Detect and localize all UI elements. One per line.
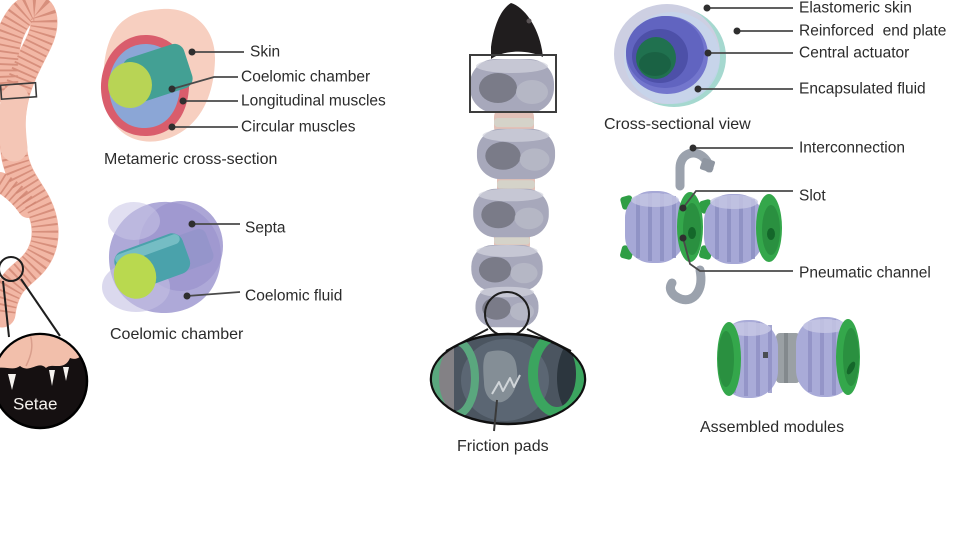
interconnection-clip-bottom	[665, 265, 706, 305]
label-coelomic-chamber: Coelomic chamber	[241, 68, 371, 86]
label-reinforced-end-plate: Reinforced end plate	[799, 22, 947, 40]
seta-bristle	[8, 374, 16, 390]
module-marker-rectangle	[469, 54, 557, 113]
label-elastomeric-skin: Elastomeric skin	[799, 0, 912, 17]
label-interconnection: Interconnection	[799, 139, 905, 157]
pneumatic-channel-hole	[767, 228, 775, 240]
pneumatic-channel-hole	[688, 227, 696, 239]
label-circular-muscles: Circular muscles	[241, 118, 356, 136]
chamber-core	[108, 62, 152, 108]
label-septa: Septa	[245, 219, 286, 237]
seta-bristle	[49, 370, 55, 386]
label-longitudinal-muscles: Longitudinal muscles	[241, 92, 386, 110]
module-cross-section-diagram	[614, 4, 793, 107]
label-slot: Slot	[799, 187, 826, 205]
earthworm-illustration	[0, 0, 61, 338]
assembled-module-right	[796, 317, 860, 397]
chamber-core	[113, 253, 157, 299]
metameric-cross-section-diagram	[100, 8, 244, 142]
label-pneumatic-channel: Pneumatic channel	[799, 264, 931, 282]
module-detail-diagram	[620, 144, 793, 305]
coelomic-chamber-diagram	[102, 201, 241, 314]
caption-friction-pads: Friction pads	[457, 438, 549, 456]
label-central-actuator: Central actuator	[799, 44, 910, 62]
friction-pads-inset	[429, 332, 587, 432]
label-setae: Setae	[13, 394, 58, 414]
caption-assembled-modules: Assembled modules	[700, 419, 845, 437]
seta-bristle	[63, 367, 69, 381]
label-coelomic-fluid: Coelomic fluid	[245, 287, 343, 305]
robot-head-cone	[491, 3, 543, 59]
label-encapsulated-fluid: Encapsulated fluid	[799, 80, 926, 98]
label-skin: Skin	[250, 43, 281, 61]
caption-metameric-cross-section: Metameric cross-section	[104, 151, 278, 169]
setae-marker-circle	[0, 256, 24, 282]
pneumatic-module-left	[620, 191, 703, 263]
setae-inset	[0, 332, 89, 430]
friction-pad-texture	[491, 374, 521, 395]
segment-marker-rectangle	[0, 81, 38, 101]
pneumatic-module-right	[699, 194, 782, 264]
caption-cross-sectional-view: Cross-sectional view	[604, 116, 751, 134]
assembled-modules-diagram	[717, 317, 860, 398]
caption-coelomic-chamber: Coelomic chamber	[110, 326, 244, 344]
assembled-module-left	[717, 320, 778, 398]
robot-prototype-photo	[445, 3, 572, 352]
